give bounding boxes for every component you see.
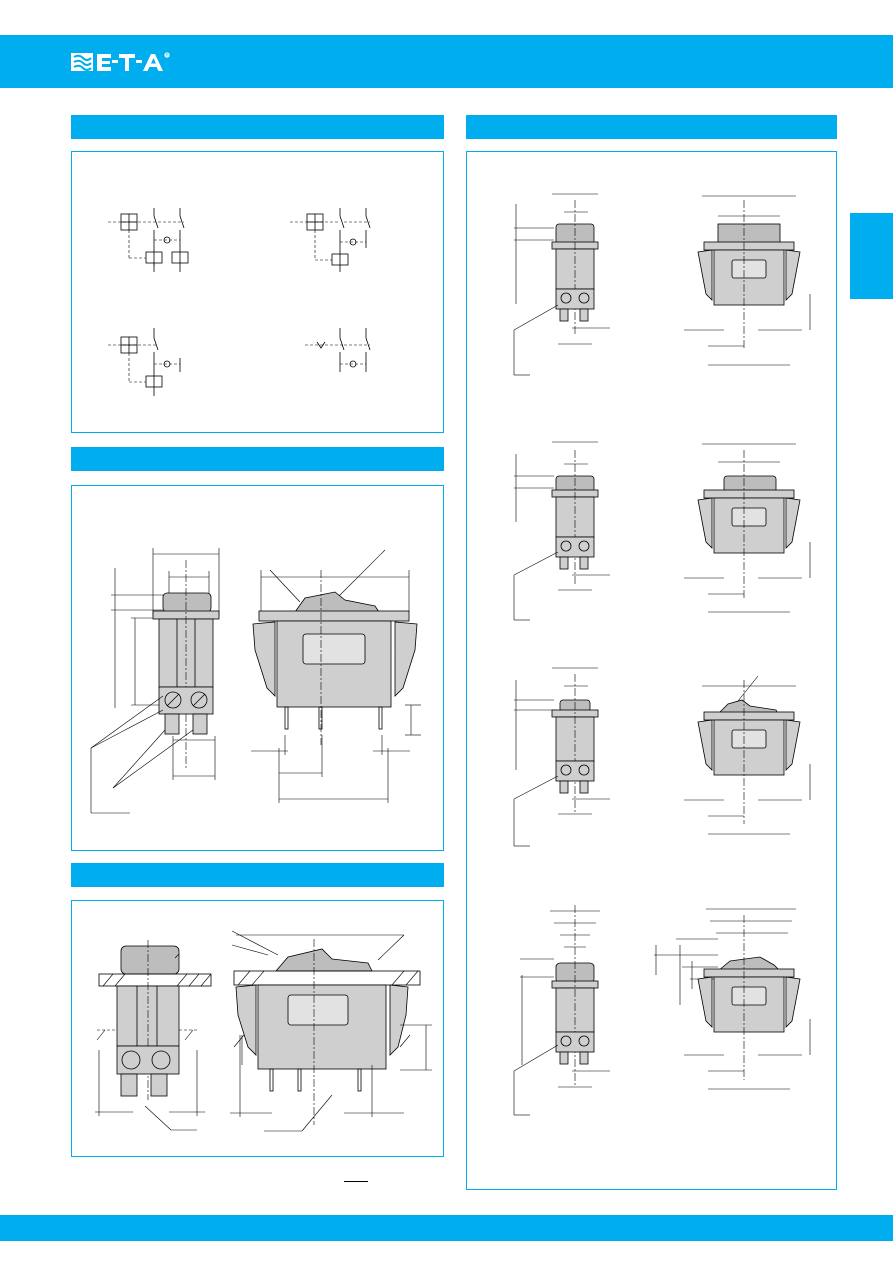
mounting-front-view bbox=[230, 930, 432, 1132]
schematic-two-pole-signal-icon bbox=[290, 208, 371, 272]
version-2-front-icon bbox=[684, 443, 811, 613]
dimension-front-view bbox=[251, 549, 421, 803]
schematic-switch-only-icon bbox=[305, 328, 371, 372]
schematic-single-pole-icon bbox=[108, 328, 181, 396]
dimension-side-view bbox=[90, 548, 220, 814]
footer-bar bbox=[0, 1215, 893, 1241]
schematic-two-pole-icon bbox=[108, 208, 189, 272]
version-3-side-icon bbox=[513, 667, 610, 847]
circuit-schematics bbox=[108, 208, 371, 396]
versions-panel bbox=[466, 151, 837, 1190]
section-header-schematics bbox=[71, 115, 444, 139]
schematics-panel bbox=[71, 151, 444, 433]
eta-logo: ® bbox=[71, 52, 170, 71]
version-1-side-icon bbox=[513, 193, 610, 376]
side-tab bbox=[850, 213, 893, 299]
version-drawings bbox=[513, 193, 811, 1116]
version-3-front-icon bbox=[684, 675, 811, 835]
version-1-front-icon bbox=[684, 195, 811, 366]
registered-mark: ® bbox=[165, 53, 169, 58]
mounting-side-view bbox=[95, 940, 212, 1131]
version-4-front-icon bbox=[654, 908, 811, 1090]
section-header-dimensions bbox=[71, 447, 444, 471]
section-header-versions bbox=[466, 115, 837, 139]
version-4-side-icon bbox=[513, 905, 610, 1116]
footnote-mark bbox=[344, 1181, 368, 1182]
section-header-mounting bbox=[71, 863, 444, 887]
version-2-side-icon bbox=[513, 441, 610, 621]
